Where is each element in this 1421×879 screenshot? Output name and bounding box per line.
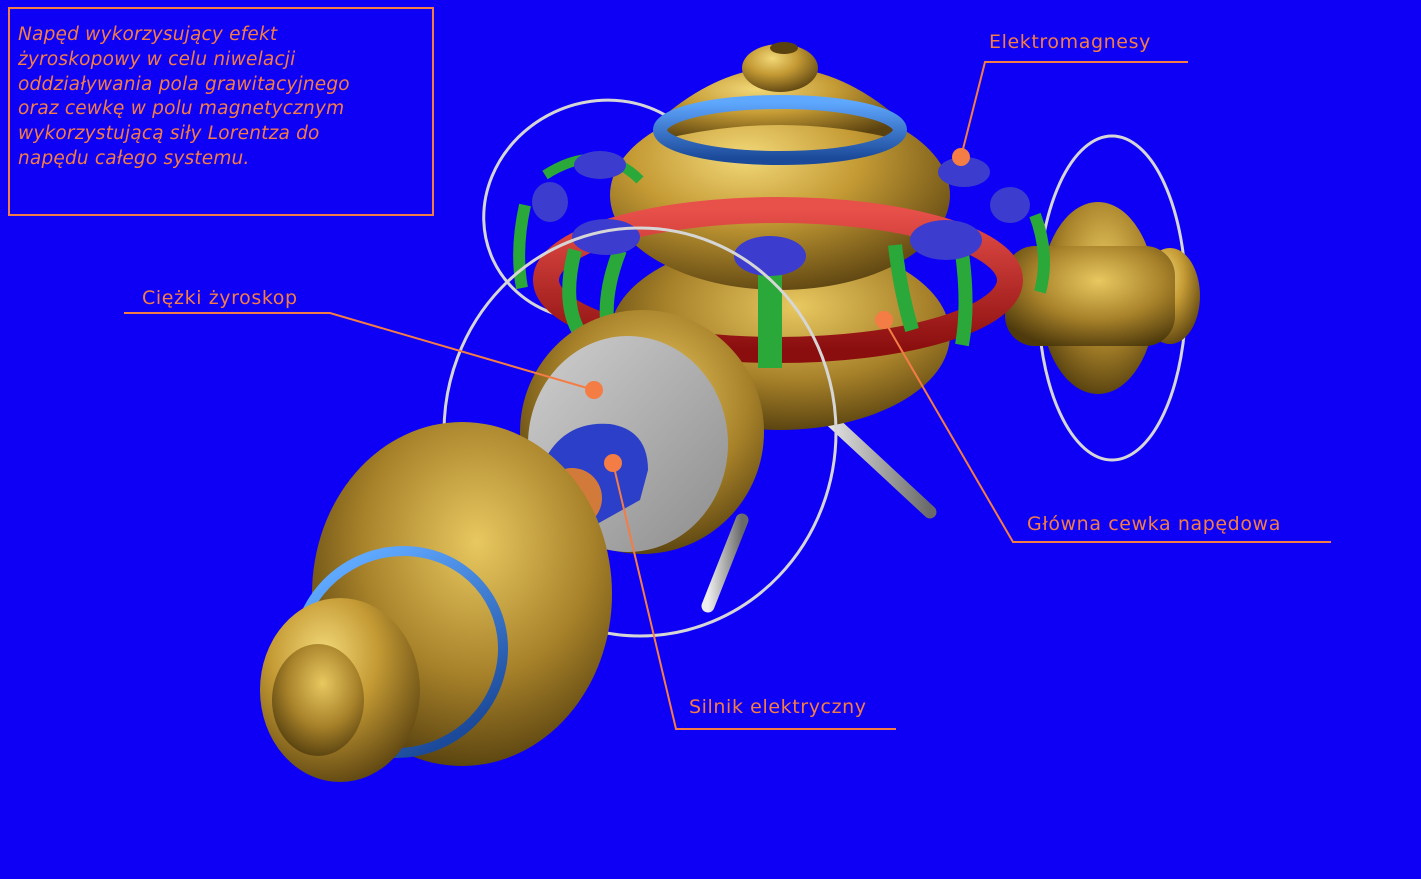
- description-text: Napęd wykorzysujący efekt żyroskopowy w …: [18, 24, 350, 169]
- leader-lines: [124, 61, 1331, 730]
- label-motor: Silnik elektryczny: [689, 696, 867, 718]
- label-gyroscope: Ciężki żyroskop: [142, 287, 298, 309]
- label-main-coil: Główna cewka napędowa: [1027, 513, 1281, 535]
- electromagnet-array: [513, 151, 1050, 368]
- dot-gyroscope: [585, 381, 603, 399]
- label-electromagnets: Elektromagnesy: [989, 31, 1151, 53]
- dot-main-coil: [875, 311, 893, 329]
- left-end-cap: [260, 422, 612, 782]
- description-box: Napęd wykorzysujący efekt żyroskopowy w …: [8, 7, 434, 216]
- callout-dots: [585, 148, 970, 472]
- dot-electromagnets: [952, 148, 970, 166]
- support-rods: [701, 403, 937, 613]
- dot-motor: [604, 454, 622, 472]
